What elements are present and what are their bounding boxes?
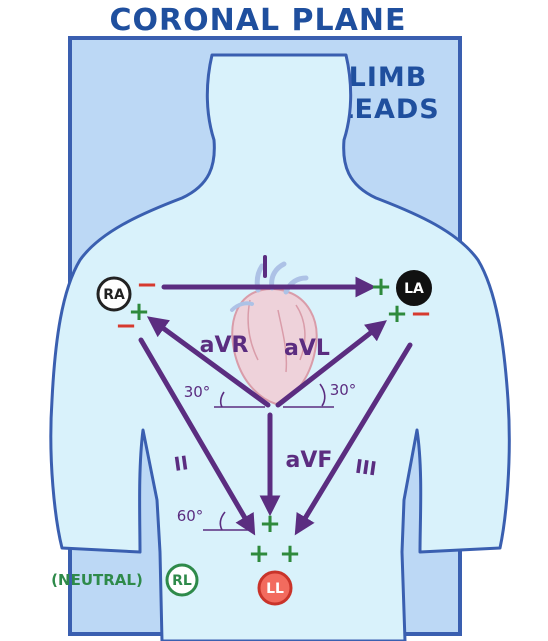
neutral-label: (NEUTRAL) [51, 571, 143, 589]
lead-arrows [138, 276, 413, 536]
la-minus-lead-iii: − [410, 299, 432, 329]
electrode-la-label: LA [404, 281, 424, 297]
ra-minus-lead-i: − [136, 270, 158, 300]
lead-iii-label: III [354, 456, 378, 481]
electrode-ll: LL [257, 570, 293, 606]
polarity-signs: − + − + + − + + + [115, 270, 432, 569]
lead-ii-arrow [138, 337, 256, 536]
avl-label: aVL [284, 336, 330, 361]
lead-ii-angle-label: 60° [177, 507, 204, 525]
avr-angle-label: 30° [184, 383, 211, 401]
ra-plus-avr: + [128, 297, 150, 327]
avf-label: aVF [286, 448, 333, 473]
electrode-ra-label: RA [103, 287, 125, 303]
avl-angle-label: 30° [330, 381, 357, 399]
avr-arrow [146, 316, 271, 408]
electrode-ll-label: LL [266, 581, 284, 597]
lead-iii-arrow [294, 342, 413, 536]
la-plus-avl: + [386, 299, 408, 329]
subtitle-line-2: LEADS [336, 94, 439, 125]
electrode-rl-label: RL [172, 573, 192, 589]
ll-plus-avf: + [259, 509, 281, 539]
electrode-rl: RL [165, 563, 199, 597]
subtitle-line-1: LIMB [349, 62, 428, 93]
ll-plus-lead-iii: + [279, 539, 301, 569]
electrode-ra: RA [96, 276, 132, 312]
angle-marks [203, 383, 334, 531]
avr-label: aVR [200, 333, 249, 358]
lead-ii-label: II [173, 452, 190, 476]
ll-plus-lead-ii: + [248, 539, 270, 569]
la-plus-lead-i: + [370, 272, 392, 302]
avl-arrow [275, 320, 387, 408]
electrode-la: LA [396, 270, 432, 306]
ra-minus-lead-ii: − [115, 311, 137, 341]
diagram-title: CORONAL PLANE [110, 3, 407, 38]
